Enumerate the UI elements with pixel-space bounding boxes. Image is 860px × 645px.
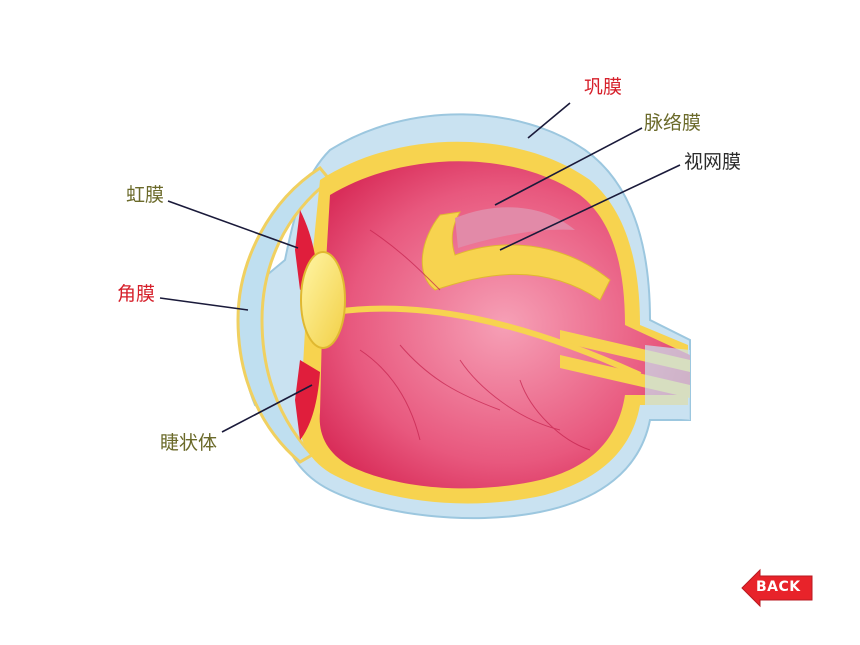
label-sclera: 巩膜 [584,76,623,98]
label-ciliary-body: 睫状体 [160,432,218,454]
optic-nerve [560,330,690,420]
label-cornea: 角膜 [117,283,156,305]
back-arrow-shape [741,568,813,608]
pointer-ciliary [221,384,313,433]
label-iris: 虹膜 [126,184,165,206]
back-button[interactable]: BACK [742,568,814,608]
cornea-shape [236,166,333,464]
retina-fold [421,211,611,301]
ciliary-shape [295,360,320,440]
pointer-lines [159,102,681,433]
pointer-choroid [494,127,643,206]
pointer-cornea [159,297,249,311]
label-retina: 视网膜 [684,151,742,173]
blood-vessels [359,229,591,451]
lens-shape [300,251,346,349]
label-choroid: 脉络膜 [644,112,702,134]
back-button-label: BACK [756,579,801,595]
pointer-retina [499,164,681,251]
pointer-sclera [527,102,571,139]
pointer-iris [167,200,299,249]
